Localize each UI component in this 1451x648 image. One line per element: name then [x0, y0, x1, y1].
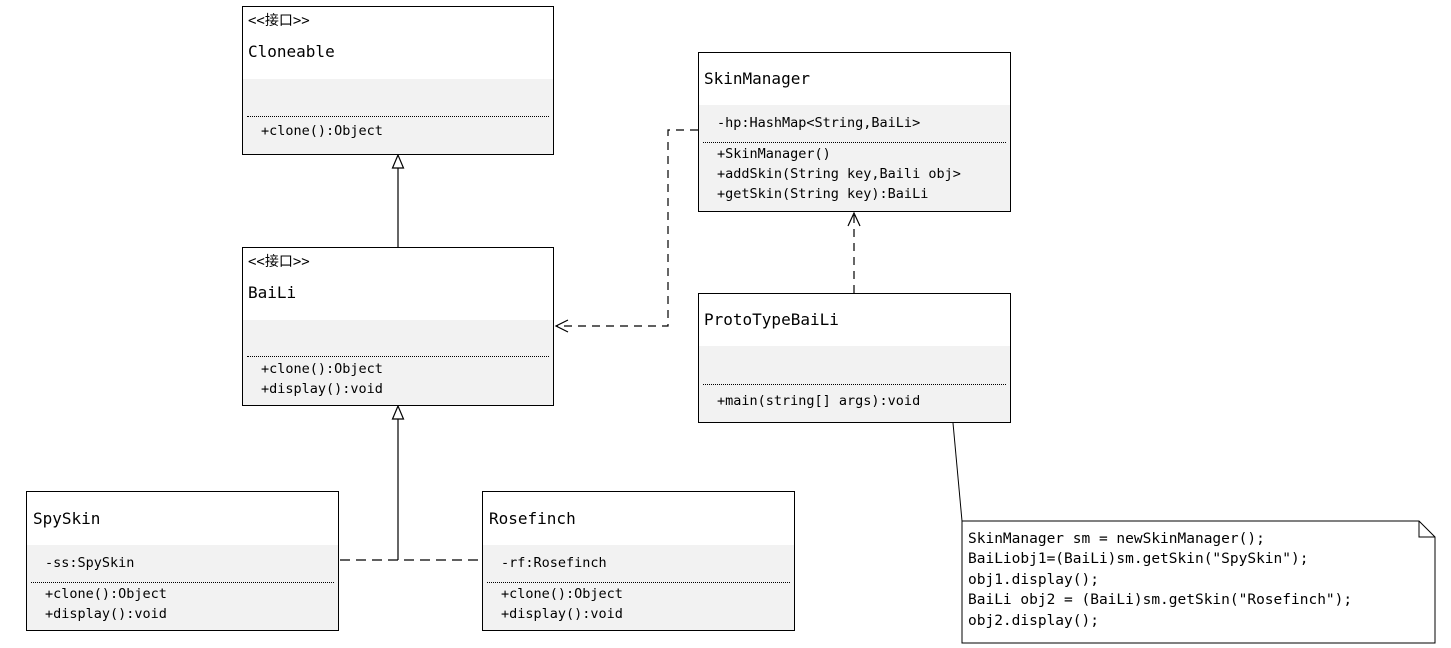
class-spyskin-method: +clone():Object — [45, 586, 167, 602]
class-cloneable-header: <<接口>> Cloneable — [243, 7, 553, 80]
skinmanager-dependency-arrowhead — [847, 211, 861, 227]
class-rosefinch-method: +display():void — [501, 606, 623, 622]
class-spyskin-header: SpySkin — [27, 492, 338, 546]
class-spyskin-attribute: -ss:SpySkin — [45, 555, 135, 571]
class-skinmanager-separator — [703, 142, 1006, 143]
class-cloneable-body: +clone():Object — [243, 79, 553, 154]
class-prototypebaili-separator — [703, 384, 1006, 385]
baili-generalization-arrow — [391, 404, 405, 420]
class-spyskin-separator — [31, 582, 334, 583]
code-note[interactable]: SkinManager sm = newSkinManager(); BaiLi… — [962, 521, 1435, 643]
class-skinmanager-name: SkinManager — [704, 69, 810, 88]
note-line: obj1.display(); — [968, 572, 1099, 588]
skinmanager-to-baili-dependency — [556, 129, 698, 327]
note-fold — [1418, 521, 1435, 538]
class-spyskin-method: +display():void — [45, 606, 167, 622]
class-prototypebaili-method: +main(string[] args):void — [717, 393, 921, 409]
class-baili-name: BaiLi — [248, 283, 297, 302]
class-cloneable-stereotype: <<接口>> — [248, 13, 310, 29]
class-baili-separator — [247, 356, 549, 357]
class-rosefinch-name: Rosefinch — [489, 509, 576, 528]
class-baili-method: +clone():Object — [261, 361, 383, 377]
class-skinmanager-method: +SkinManager() — [717, 146, 831, 162]
class-spyskin-name: SpySkin — [33, 509, 101, 528]
class-cloneable-name: Cloneable — [248, 42, 335, 61]
note-line: BaiLi obj2 = (BaiLi)sm.getSkin("Rosefinc… — [968, 592, 1353, 608]
note-line: obj2.display(); — [968, 613, 1099, 629]
class-baili[interactable]: <<接口>> BaiLi +clone():Object +display():… — [242, 247, 554, 406]
class-baili-header: <<接口>> BaiLi — [243, 248, 553, 321]
cloneable-generalization-arrow — [391, 153, 405, 169]
class-rosefinch-header: Rosefinch — [483, 492, 794, 546]
class-spyskin[interactable]: SpySkin -ss:SpySkin +clone():Object +dis… — [26, 491, 339, 631]
class-spyskin-body: -ss:SpySkin +clone():Object +display():v… — [27, 545, 338, 630]
class-prototypebaili[interactable]: ProtoTypeBaiLi +main(string[] args):void — [698, 293, 1011, 423]
class-rosefinch-method: +clone():Object — [501, 586, 623, 602]
class-skinmanager-method: +addSkin(String key,Baili obj> — [717, 166, 961, 182]
class-prototypebaili-body: +main(string[] args):void — [699, 346, 1010, 422]
class-rosefinch-attribute: -rf:Rosefinch — [501, 555, 607, 571]
class-baili-stereotype: <<接口>> — [248, 254, 310, 270]
class-cloneable-separator — [247, 116, 549, 117]
class-rosefinch-body: -rf:Rosefinch +clone():Object +display()… — [483, 545, 794, 630]
class-rosefinch-separator — [487, 582, 790, 583]
class-skinmanager-attribute: -hp:HashMap<String,BaiLi> — [717, 115, 921, 131]
class-cloneable[interactable]: <<接口>> Cloneable +clone():Object — [242, 6, 554, 155]
class-rosefinch[interactable]: Rosefinch -rf:Rosefinch +clone():Object … — [482, 491, 795, 631]
class-cloneable-method: +clone():Object — [261, 123, 383, 139]
class-baili-method: +display():void — [261, 381, 383, 397]
class-skinmanager[interactable]: SkinManager -hp:HashMap<String,BaiLi> +S… — [698, 52, 1011, 212]
note-shape — [961, 520, 1436, 644]
class-skinmanager-body: -hp:HashMap<String,BaiLi> +SkinManager()… — [699, 105, 1010, 211]
class-prototypebaili-name: ProtoTypeBaiLi — [704, 310, 839, 329]
class-prototypebaili-header: ProtoTypeBaiLi — [699, 294, 1010, 347]
class-baili-body: +clone():Object +display():void — [243, 320, 553, 405]
class-skinmanager-header: SkinManager — [699, 53, 1010, 106]
baili-dependency-arrowhead — [554, 319, 569, 333]
note-anchor-line — [952, 422, 963, 522]
class-skinmanager-method: +getSkin(String key):BaiLi — [717, 186, 929, 202]
note-line: SkinManager sm = newSkinManager(); — [968, 531, 1265, 547]
note-line: BaiLiobj1=(BaiLi)sm.getSkin("SpySkin"); — [968, 551, 1309, 567]
